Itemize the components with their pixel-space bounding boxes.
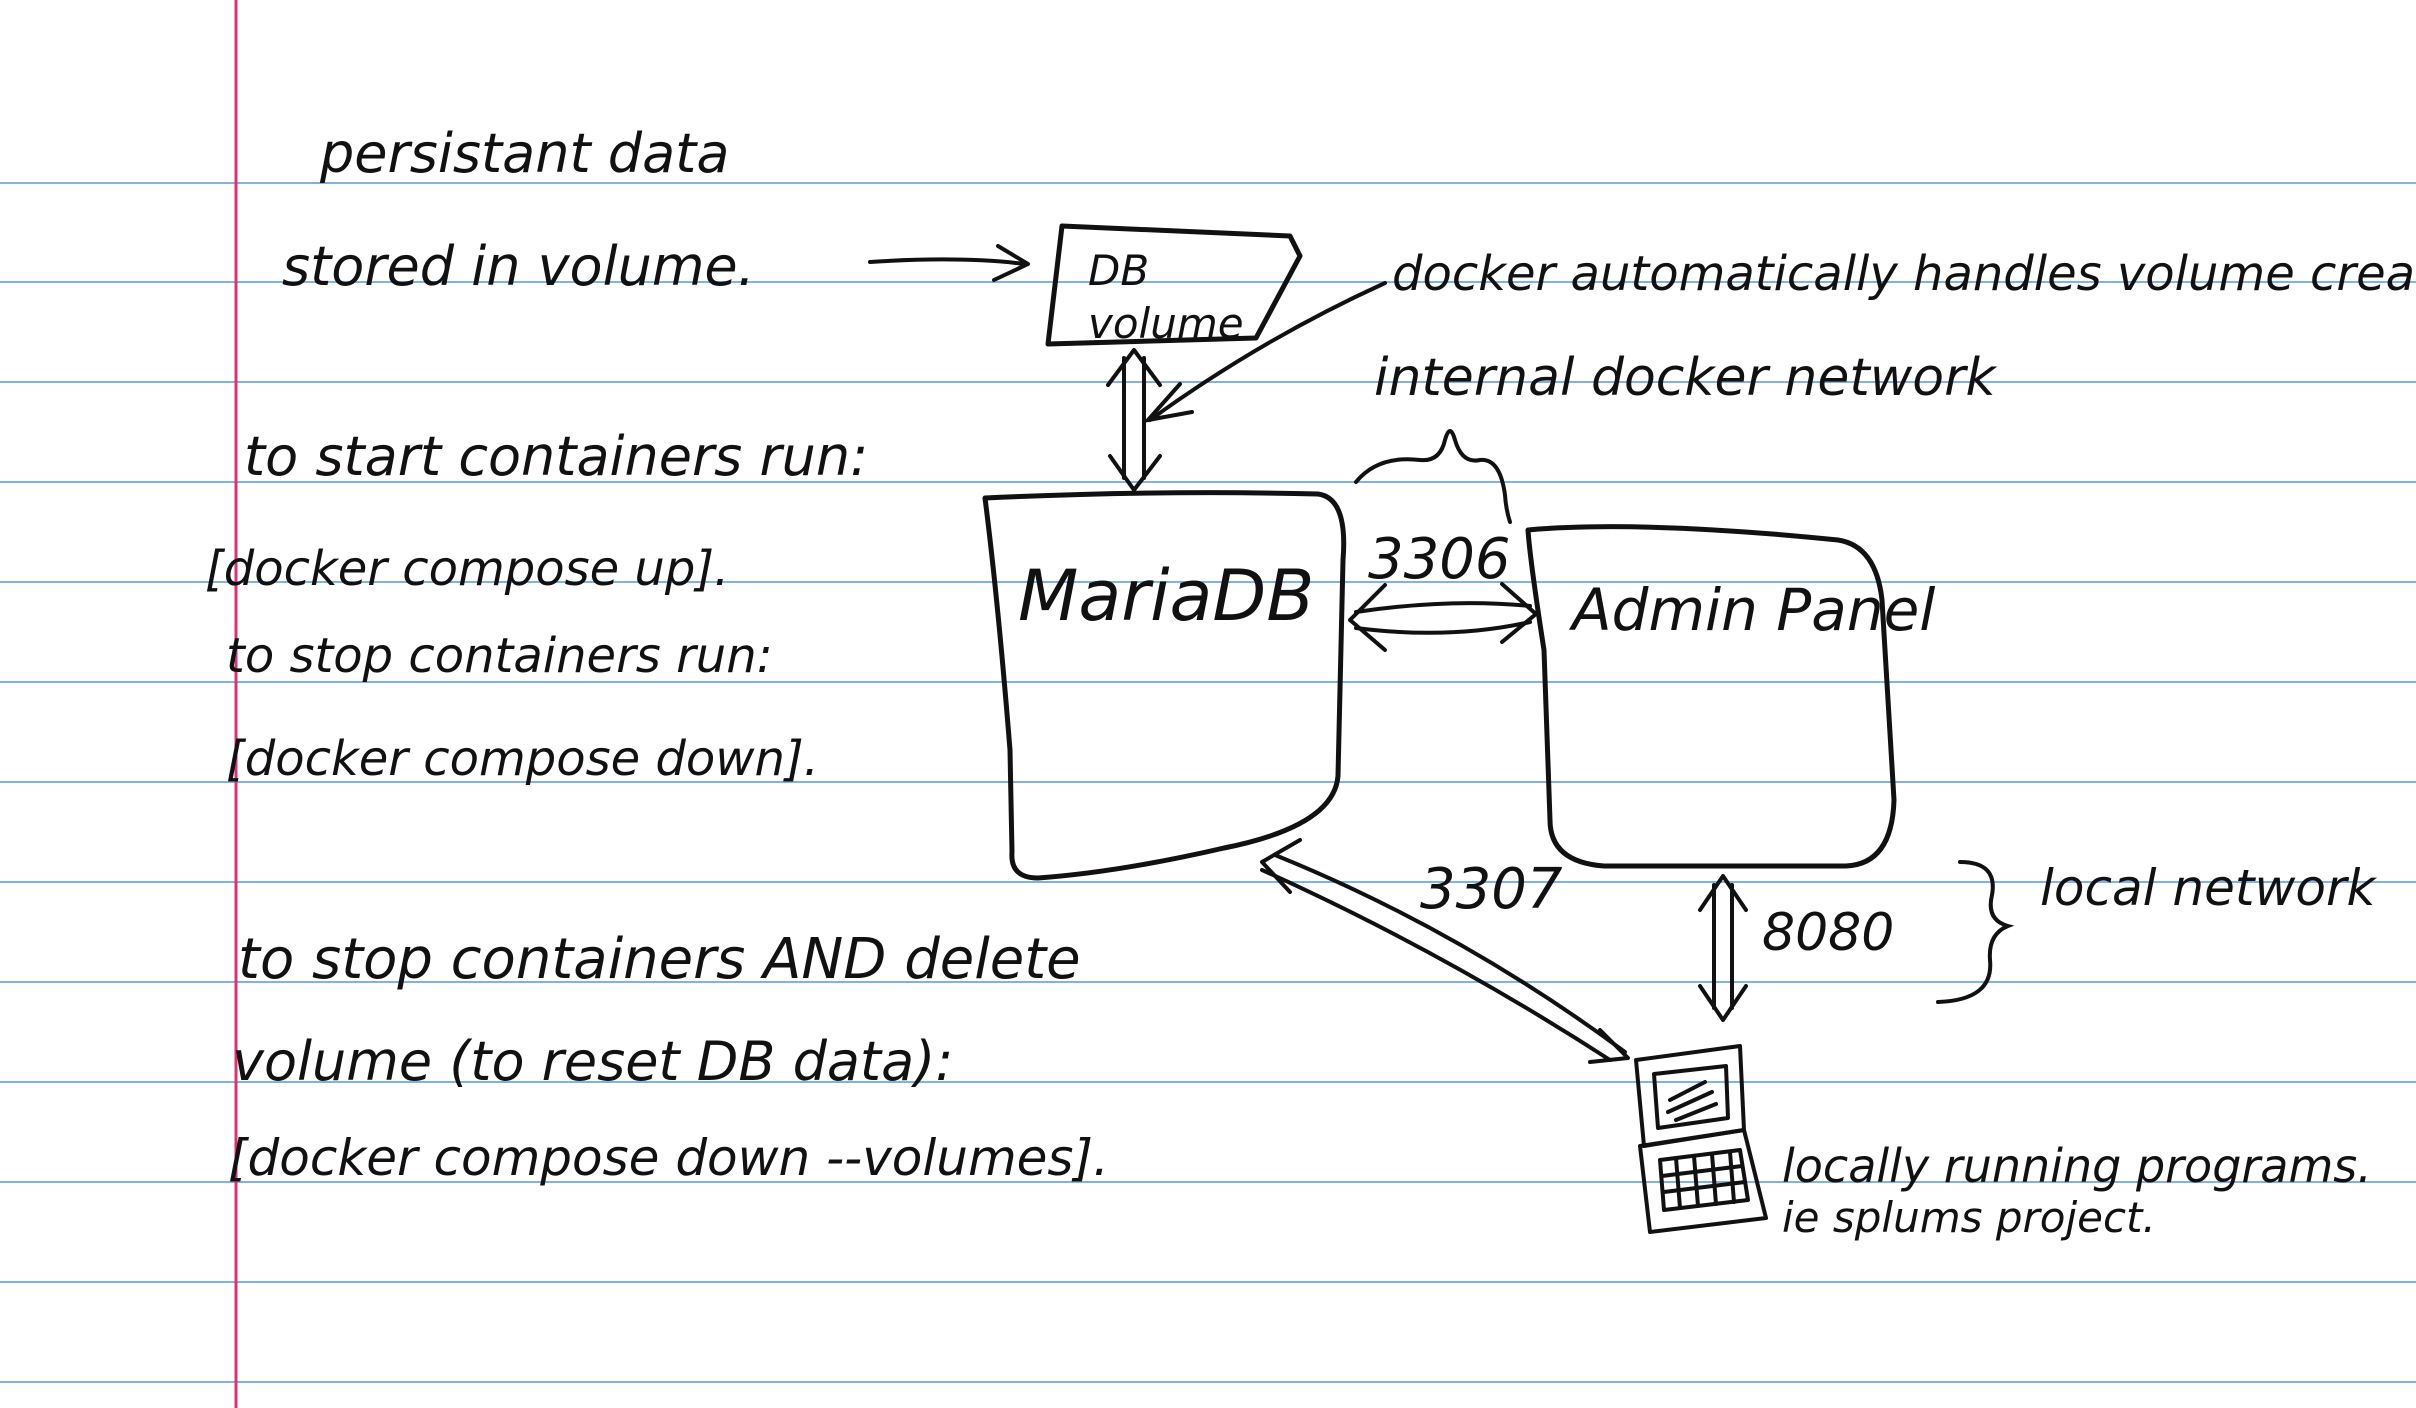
admin-panel-box xyxy=(1525,524,1897,869)
internal-network-label: internal docker network xyxy=(1374,348,1997,408)
mariadb-label: MariaDB xyxy=(1018,555,1314,637)
note-reset-line1: to stop containers AND delete xyxy=(238,927,1081,992)
volume-mariadb-arrow xyxy=(1106,348,1162,492)
ruled-lines xyxy=(0,182,2416,1383)
note-reset-line2: volume (to reset DB data): xyxy=(232,1030,953,1093)
db-volume-box xyxy=(1045,223,1303,347)
local-programs-line1: locally running programs. xyxy=(1782,1139,2372,1193)
mariadb-laptop-arrow xyxy=(1260,838,1630,1064)
admin-laptop-arrow xyxy=(1698,874,1748,1022)
note-persistent-line1: persistant data xyxy=(319,122,729,185)
note-start-label: to start containers run: xyxy=(244,425,868,488)
internal-network-brace xyxy=(1354,429,1512,524)
db-volume-label-line2: volume xyxy=(1088,299,1244,348)
db-volume-label-line1: DB xyxy=(1088,246,1149,295)
note-stop-command: [docker compose down]. xyxy=(226,731,819,787)
laptop-icon xyxy=(1634,1044,1768,1234)
port-8080-label: 8080 xyxy=(1762,903,1894,963)
arrow-to-volume xyxy=(868,244,1030,282)
local-programs-line2: ie splums project. xyxy=(1782,1193,2156,1242)
note-reset-command: [docker compose down --volumes]. xyxy=(228,1129,1109,1187)
note-start-command: [docker compose up]. xyxy=(205,541,729,597)
admin-panel-label: Admin Panel xyxy=(1568,576,1935,644)
note-persistent-line2: stored in volume. xyxy=(282,235,755,298)
mariadb-admin-arrow xyxy=(1348,582,1538,652)
local-network-brace xyxy=(1936,860,2015,1004)
volume-note: docker automatically handles volume crea… xyxy=(1392,246,2416,302)
port-3306-label: 3306 xyxy=(1368,527,1511,592)
note-stop-label: to stop containers run: xyxy=(226,628,773,684)
volume-note-pointer xyxy=(1142,281,1387,424)
mariadb-box xyxy=(982,490,1347,881)
port-3307-label: 3307 xyxy=(1420,857,1563,922)
local-network-label: local network xyxy=(2040,859,2377,917)
